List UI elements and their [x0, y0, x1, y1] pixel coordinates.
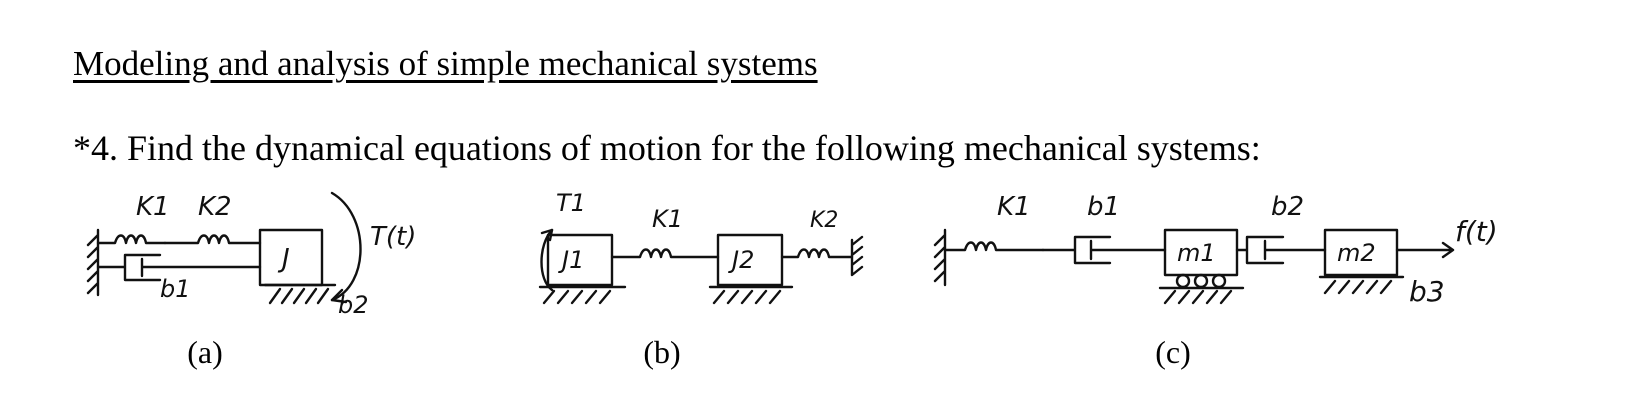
a-label-b2: b2: [338, 291, 369, 319]
caption-c: (c): [1155, 334, 1191, 370]
figure-b: T1 K1 J1 J2 K2: [530, 185, 890, 335]
figure-c: K1 b1 m1 b2 m2 f(t) b3: [925, 185, 1545, 335]
figure-b-drawing: T1 K1 J1 J2 K2: [538, 189, 864, 305]
a-label-mass: J: [277, 244, 290, 274]
b-label-mass1: J1: [558, 246, 584, 274]
c-label-mass2: m2: [1337, 239, 1376, 267]
caption-b: (b): [643, 334, 681, 370]
a-label-k2: K2: [198, 192, 232, 222]
c-label-force: f(t): [1455, 215, 1498, 248]
a-label-k1: K1: [136, 192, 170, 222]
figure-a-drawing: K1 K2 J T(t) b1 b2: [86, 191, 416, 319]
figure-c-drawing: K1 b1 m1 b2 m2 f(t) b3: [933, 192, 1498, 308]
page-heading: Modeling and analysis of simple mechanic…: [73, 44, 818, 83]
a-label-b1: b1: [160, 275, 191, 303]
b-label-mass2: J2: [728, 246, 754, 274]
b-label-k2: K2: [810, 208, 838, 233]
c-label-b3: b3: [1409, 275, 1445, 308]
figure-a: K1 K2 J T(t) b1 b2: [70, 185, 470, 335]
problem-statement: *4. Find the dynamical equations of moti…: [73, 128, 1261, 168]
caption-a: (a): [187, 334, 223, 370]
c-label-mass1: m1: [1177, 239, 1216, 267]
c-label-k1: K1: [997, 192, 1031, 222]
b-label-k1: K1: [652, 205, 683, 233]
b-label-torque: T1: [556, 189, 586, 217]
c-label-b2: b2: [1271, 192, 1304, 222]
c-label-b1: b1: [1087, 192, 1120, 222]
a-label-torque: T(t): [370, 222, 416, 252]
